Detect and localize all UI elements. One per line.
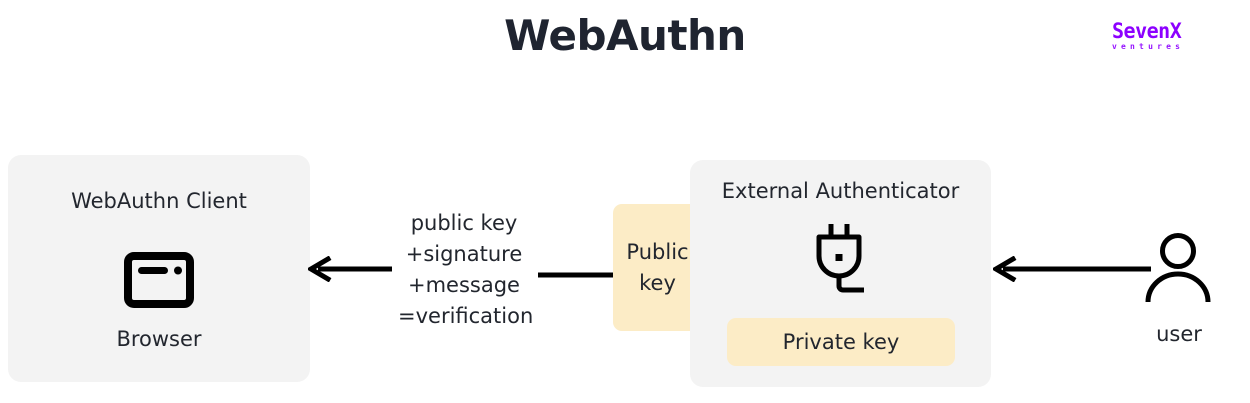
webauthn-client-title: WebAuthn Client	[71, 189, 247, 213]
logo-wordmark: SevenX	[1112, 17, 1182, 44]
message-line: +message	[408, 273, 520, 297]
arrow-left-icon	[306, 255, 394, 283]
private-key-label: Private key	[782, 330, 900, 354]
message-line: +signature	[405, 242, 523, 266]
external-authenticator-title: External Authenticator	[721, 179, 960, 203]
public-key-label-line: key	[639, 270, 676, 295]
external-authenticator-panel: External Authenticator Private key	[690, 160, 991, 387]
user-caption: user	[1156, 322, 1202, 346]
message-line: =verification	[398, 304, 534, 328]
message-line: public key	[410, 211, 518, 235]
sevenx-logo: SevenX ventures	[1112, 20, 1218, 51]
logo-tagline: ventures	[1112, 42, 1185, 51]
connector-line	[538, 264, 616, 278]
private-key-badge: Private key	[727, 318, 955, 366]
page-title: WebAuthn	[504, 11, 746, 60]
public-key-label-line: Public	[626, 239, 689, 264]
browser-caption: Browser	[116, 327, 202, 351]
webauthn-client-panel: WebAuthn Client Browser	[8, 155, 310, 382]
plug-icon	[810, 222, 872, 294]
person-icon	[1145, 232, 1211, 304]
arrow-right-icon	[991, 255, 1153, 283]
browser-icon	[124, 252, 194, 308]
public-key-box: Public key	[613, 204, 702, 331]
verification-message: public key +signature +message =verifica…	[398, 208, 534, 332]
